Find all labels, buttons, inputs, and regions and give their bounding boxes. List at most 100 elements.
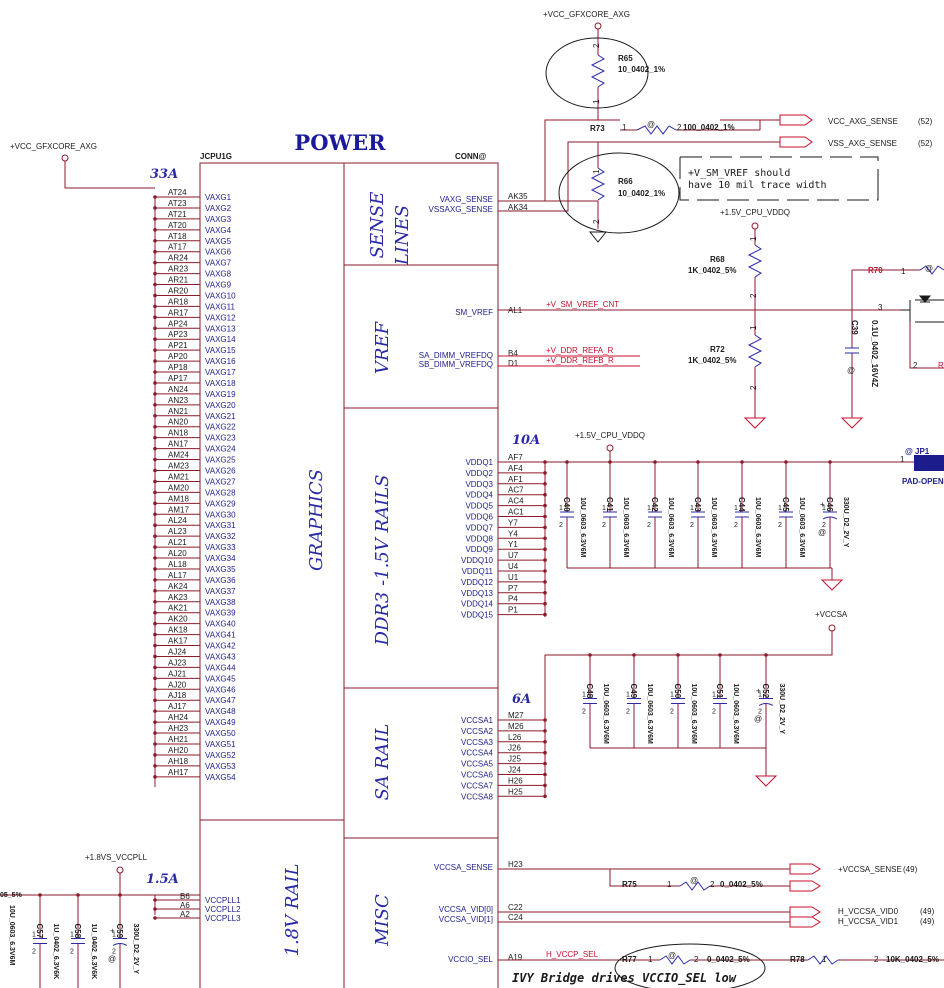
- cap-ref: C50: [673, 684, 682, 699]
- right-pin: VDDQ8: [465, 534, 493, 543]
- right-pin: VCCSA8: [461, 792, 494, 801]
- r78-ref: R78: [790, 955, 805, 964]
- right-ball: Y7: [508, 518, 518, 527]
- cap-pin2: 2: [690, 522, 694, 529]
- offpage-vid0: H_VCCSA_VID0: [838, 907, 899, 916]
- cap-ref: C57: [35, 924, 44, 939]
- vaxg-pin: VAXG40: [205, 620, 236, 629]
- vref-section: SM_VREF AL1 +V_SM_VREF_CNT SA_DIMM_VREFD…: [419, 208, 944, 429]
- right-pin: VCCSA2: [461, 727, 494, 736]
- cap-pin2: 2: [112, 949, 116, 956]
- cap-pin1: 1: [626, 692, 630, 699]
- cap-plus: +: [110, 927, 115, 936]
- r68-pin2: 2: [749, 293, 758, 298]
- vaxg-ball: AL21: [168, 538, 187, 547]
- offpage-vid1: H_VCCSA_VID1: [838, 917, 899, 926]
- vaxg-pin: VAXG2: [205, 204, 232, 213]
- right-pin: VDDQ6: [465, 513, 493, 522]
- vaxg-pin: VAXG19: [205, 390, 236, 399]
- block-graphics: GRAPHICS: [306, 469, 327, 571]
- right-pin: VDDQ10: [461, 556, 494, 565]
- right-pin: VDDQ1: [465, 458, 493, 467]
- right-ball: M27: [508, 711, 524, 720]
- right-ball: AC7: [508, 486, 524, 495]
- cap-val: 330U_D2_2V_Y: [778, 684, 785, 735]
- c39-at: @: [847, 366, 855, 375]
- vaxg-ball: AM20: [168, 483, 189, 492]
- block-lines: LINES: [392, 205, 413, 266]
- pll-left-cap: 10U_0603_6.3V6M: [8, 905, 15, 965]
- vaxg-pin: VAXG34: [205, 554, 236, 563]
- pin-vccsa-sense: VCCSA_SENSE: [434, 863, 493, 872]
- cap-val: 10U_0603_6.3V6M: [646, 684, 653, 744]
- ball-c24: C24: [508, 913, 523, 922]
- net-vccp-sel: H_VCCP_SEL: [546, 950, 599, 959]
- r77-val: 0_0402_5%: [707, 955, 750, 964]
- cap-pin1: 1: [712, 692, 716, 699]
- pin-vaxg-sense: VAXG_SENSE: [440, 195, 493, 204]
- vaxg-ball: AP20: [168, 352, 188, 361]
- vaxg-ball: AT18: [168, 232, 187, 241]
- cap-val: 10U_0603_6.3V6M: [732, 684, 739, 744]
- vaxg-pin: VAXG35: [205, 565, 236, 574]
- block-sense: SENSE: [367, 192, 388, 259]
- right-ball: AF4: [508, 464, 523, 473]
- r65-val: 10_0402_1%: [618, 65, 665, 74]
- r78-pin2: 2: [874, 955, 879, 964]
- ddr-section: +1.5V_CPU_VDDQ VDDQ1AF7VDDQ2AF4VDDQ3AF1V…: [461, 431, 944, 620]
- offpage-vccsa-sense: +VCCSA_SENSE: [838, 865, 902, 874]
- cap-val: 10U_0603_6.3V6M: [798, 497, 805, 557]
- vaxg-pin: VAXG31: [205, 521, 236, 530]
- cap-pin1: 1: [559, 505, 563, 512]
- right-ball: P7: [508, 584, 518, 593]
- vaxg-pin: VAXG44: [205, 663, 236, 672]
- cap-pin2: 2: [559, 522, 563, 529]
- ball-ak34: AK34: [508, 203, 528, 212]
- vaxg-ball: AR17: [168, 308, 189, 317]
- vaxg-pin: VAXG33: [205, 543, 236, 552]
- ball-ak35: AK35: [508, 192, 528, 201]
- r77-pin2: 2: [694, 955, 699, 964]
- right-ball: U7: [508, 551, 519, 560]
- vaxg-ball: AN24: [168, 385, 189, 394]
- vaxg-ball: AL24: [168, 516, 187, 525]
- vaxg-pin: VAXG8: [205, 270, 232, 279]
- block-vref: VREF: [372, 320, 393, 374]
- vaxg-pin: VAXG54: [205, 773, 236, 782]
- vaxg-ball: AM23: [168, 462, 189, 471]
- right-pin: VDDQ9: [465, 545, 493, 554]
- cap-pin1: 1: [778, 505, 782, 512]
- cap-pin2: 2: [670, 709, 674, 716]
- right-pin: VDDQ15: [461, 611, 494, 620]
- cap-val: 330U_D2_2V_Y: [132, 924, 139, 975]
- vaxg-pin: VAXG26: [205, 467, 236, 476]
- offpage-axg-sense-pg: (52): [918, 117, 933, 126]
- cap-pin2: 2: [626, 709, 630, 716]
- right-ball: J25: [508, 755, 521, 764]
- part-ref: JCPU1G: [200, 152, 232, 161]
- right-ball: H26: [508, 776, 523, 785]
- cap-ref: C40: [562, 497, 571, 512]
- net-sm-vref-cnt: +V_SM_VREF_CNT: [546, 300, 619, 309]
- vaxg-ball: AN18: [168, 429, 189, 438]
- vccpll-pin: VCCPLL2: [205, 905, 241, 914]
- offpage-vccsa-sense-pg: (49): [903, 865, 918, 874]
- right-pin: VCCSA1: [461, 716, 494, 725]
- cap-pin1: 1: [602, 505, 606, 512]
- pin-sa-dimm-vrefdq: SA_DIMM_VREFDQ: [419, 351, 493, 360]
- r66-pin1: 1: [592, 169, 601, 174]
- vaxg-ball: AR20: [168, 286, 189, 295]
- vaxg-ball: AR21: [168, 276, 189, 285]
- vaxg-ball: AP17: [168, 374, 188, 383]
- cap-pin2: 2: [758, 709, 762, 716]
- pll-section: +1.8VS_VCCPLL 05_5% 10U_0603_6.3V6M VCCP…: [0, 853, 241, 988]
- r65-ref: R65: [618, 54, 633, 63]
- net-ddr-refa: +V_DDR_REFA_R: [546, 346, 614, 355]
- pin-vccsa-vid0: VCCSA_VID[0]: [439, 905, 493, 914]
- cap-ref: C48: [585, 684, 594, 699]
- r68-ref: R68: [710, 255, 725, 264]
- cap-ref: C43: [693, 497, 702, 512]
- vaxg-pin: VAXG42: [205, 642, 236, 651]
- cap-pin2: 2: [647, 522, 651, 529]
